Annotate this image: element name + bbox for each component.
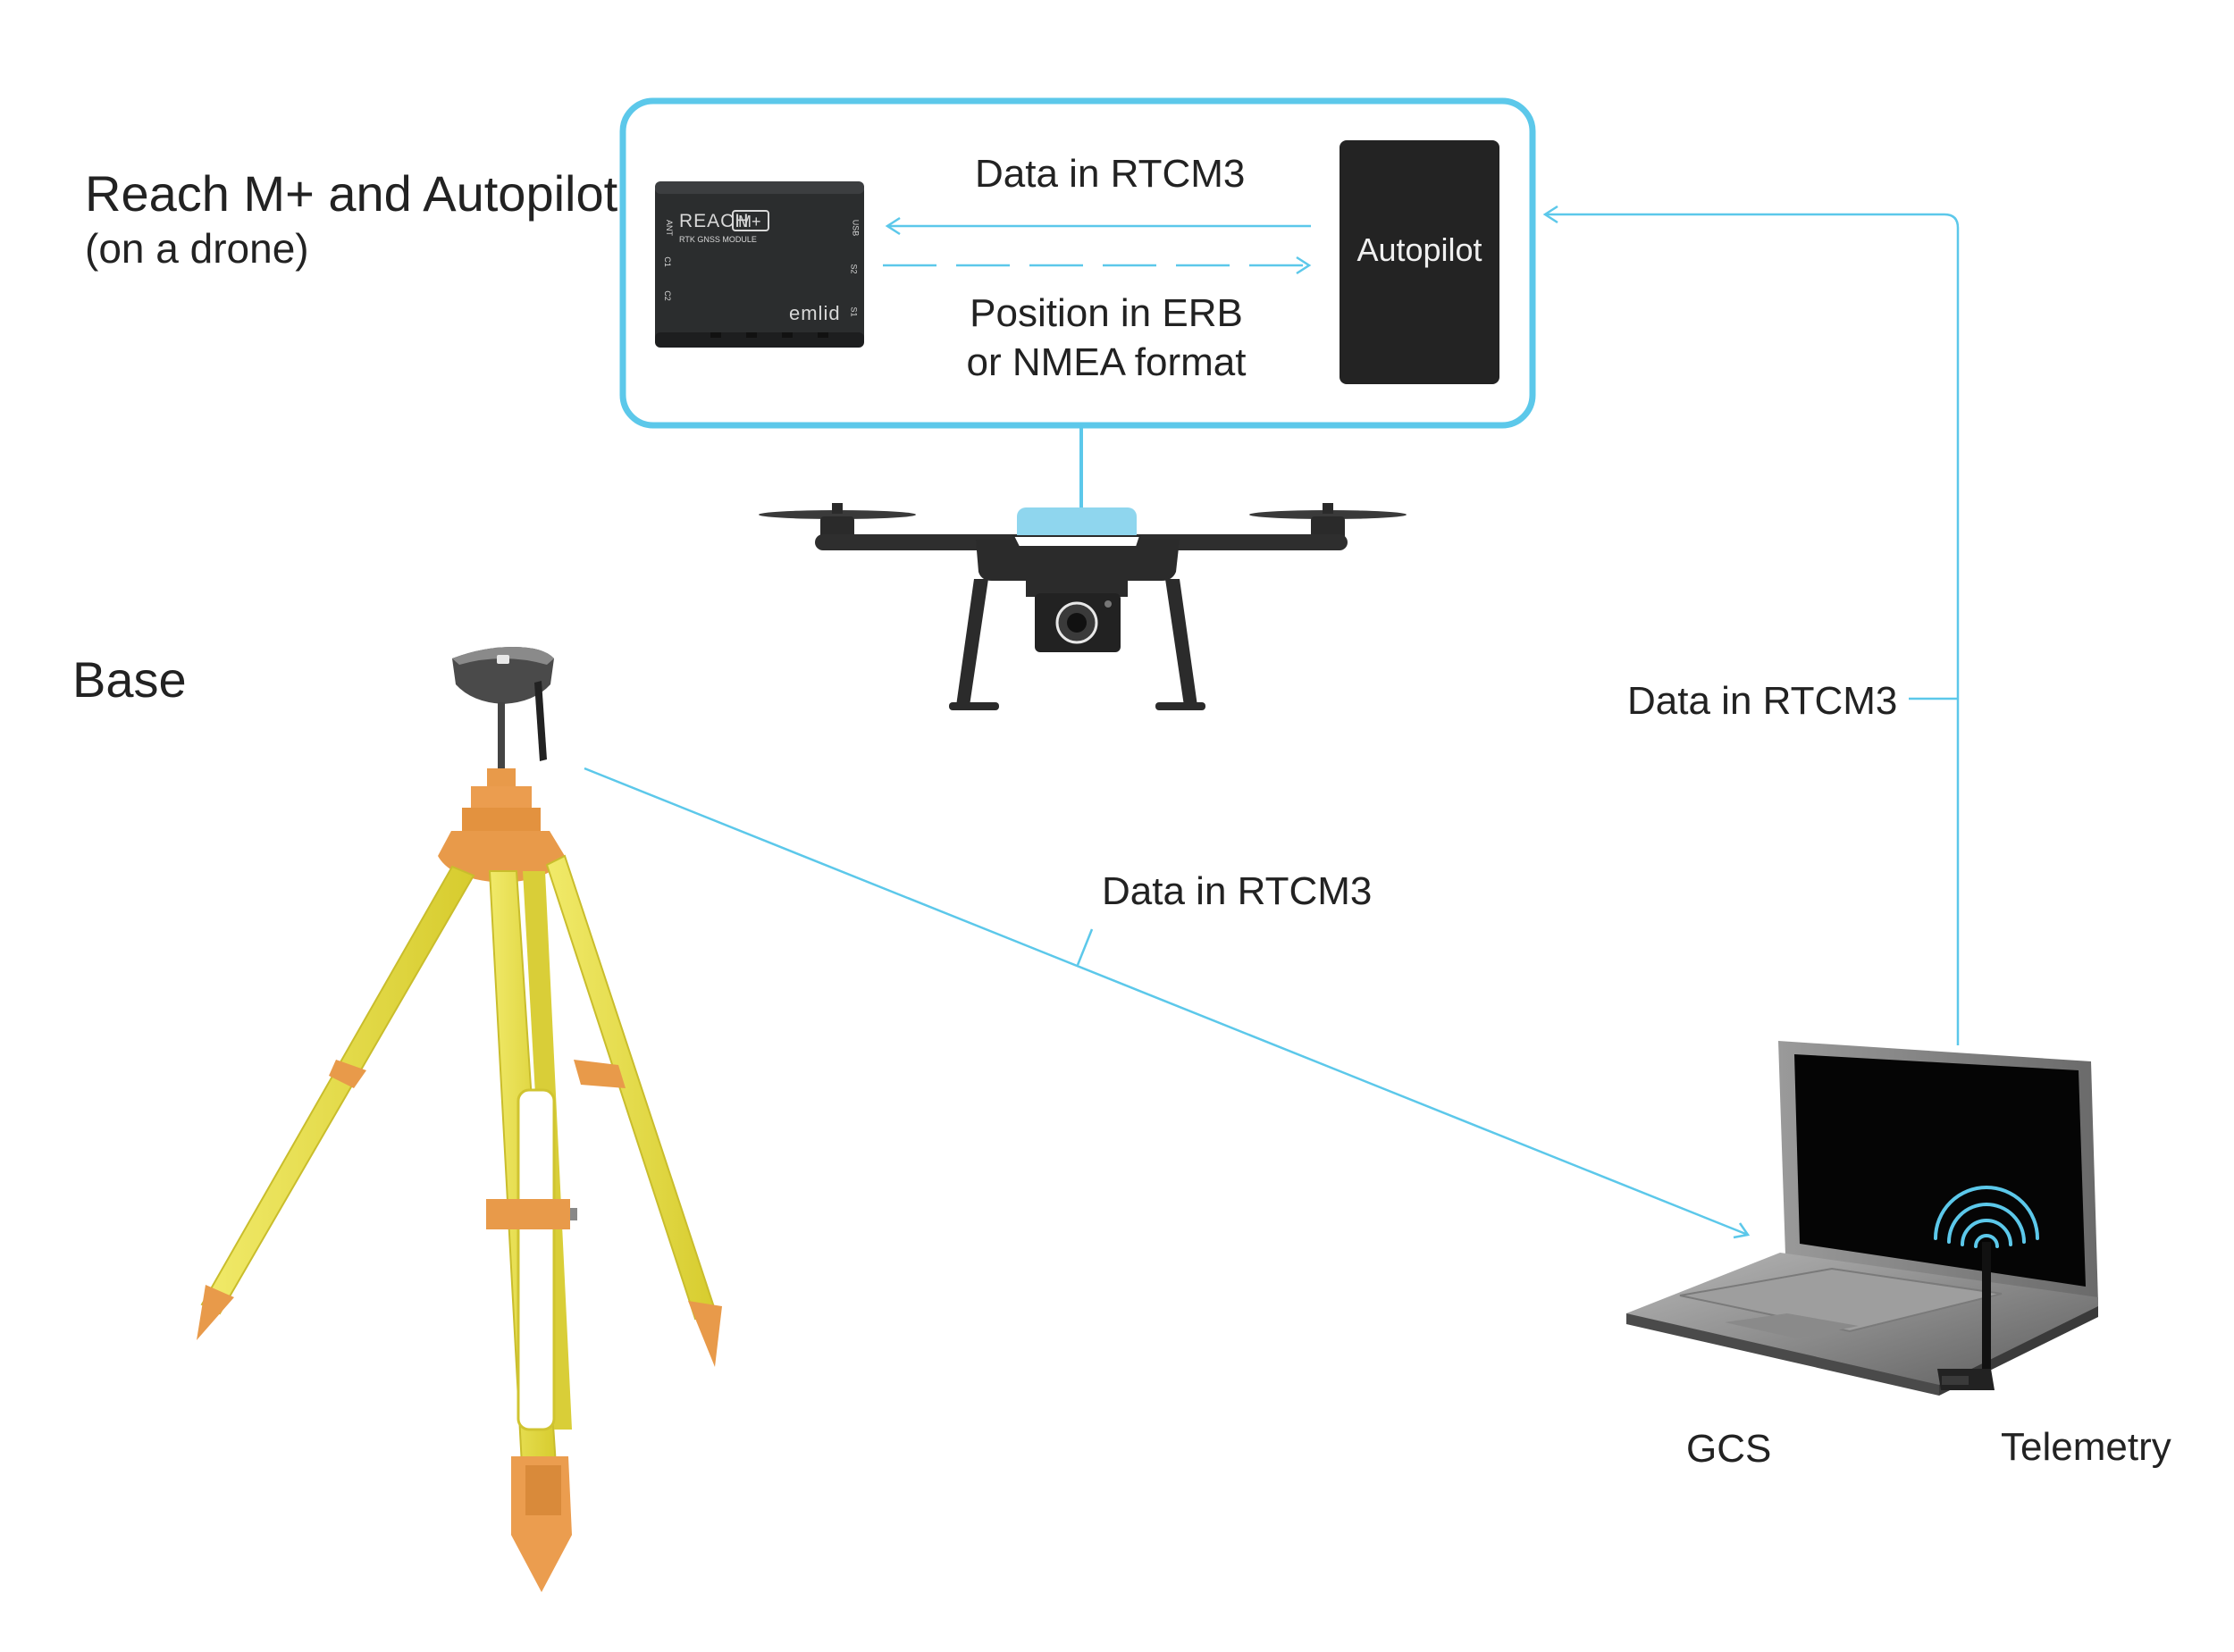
reach-module-port-usb: USB xyxy=(851,219,861,237)
base-label: Base xyxy=(72,651,187,708)
gcs-to-drone-arrow xyxy=(1542,205,1960,1045)
drone-group-title: Reach M+ and Autopilot xyxy=(85,165,618,222)
drone-group-subtitle: (on a drone) xyxy=(85,225,309,272)
reach-module-port-s2: S2 xyxy=(849,264,859,274)
base-tripod-illustration xyxy=(197,647,722,1592)
reach-module-port-c2: C2 xyxy=(662,290,672,301)
base-to-gcs-arrow xyxy=(584,767,1751,1239)
reach-module-maker: emlid xyxy=(789,302,841,324)
position-format-label-line2: or NMEA format xyxy=(966,340,1247,384)
wireless-signal-icon xyxy=(1934,1186,2039,1248)
gcs-to-drone-label: Data in RTCM3 xyxy=(1627,679,1898,723)
position-format-label-line1: Position in ERB xyxy=(970,291,1243,335)
reach-module-port-c1: C1 xyxy=(662,256,672,267)
gcs-laptop-illustration xyxy=(1626,1041,2098,1396)
reach-module-badge: M+ xyxy=(738,213,761,231)
telemetry-radio-illustration xyxy=(1934,1186,2039,1390)
rtcm-to-reach-label: Data in RTCM3 xyxy=(975,152,1246,196)
rtcm-to-reach-arrow xyxy=(885,216,1311,236)
reach-module-brand: REACH xyxy=(679,211,750,231)
reach-module-port-ant: ANT xyxy=(665,220,674,236)
autopilot-box xyxy=(1340,140,1499,384)
telemetry-label: Telemetry xyxy=(2001,1425,2171,1469)
autopilot-label: Autopilot xyxy=(1356,231,1482,268)
reach-m-plus-module xyxy=(655,181,864,348)
drone-illustration xyxy=(759,503,1407,710)
base-to-gcs-label: Data in RTCM3 xyxy=(1102,869,1373,913)
drone-group-frame xyxy=(619,97,1536,429)
reach-module-model: RTK GNSS MODULE xyxy=(679,235,757,244)
position-to-autopilot-arrow xyxy=(883,256,1312,275)
reach-module-port-s1: S1 xyxy=(849,306,859,317)
gcs-label: GCS xyxy=(1686,1427,1772,1471)
